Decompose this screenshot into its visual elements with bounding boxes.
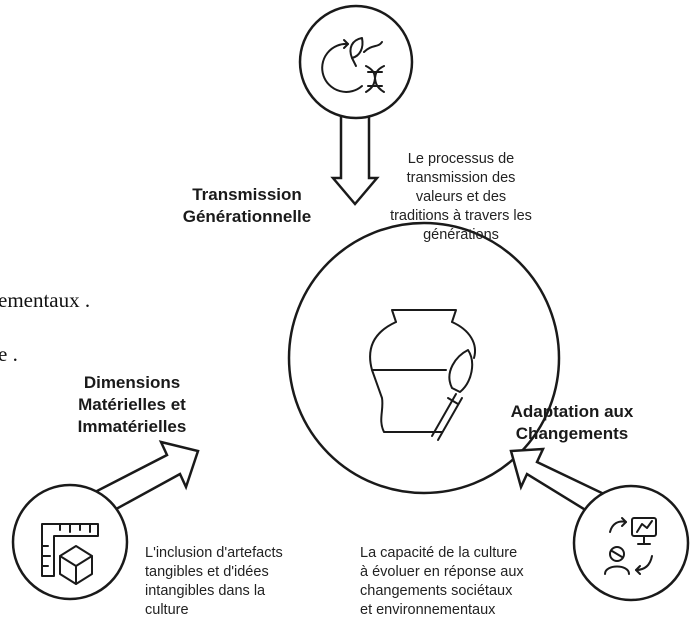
left-node-description-line: L'inclusion d'artefacts: [145, 545, 283, 561]
left-node-description: L'inclusion d'artefacts tangibles et d'i…: [145, 544, 325, 620]
top-node-title-line: Générationnelle: [182, 207, 312, 226]
left-node-title: Dimensions Matérielles et Immatérielles: [52, 372, 212, 438]
right-node-description-line: changements sociétaux: [360, 583, 513, 599]
left-arrow: [93, 440, 200, 516]
center-circle: [287, 221, 561, 495]
top-node-description: Le processus de transmission des valeurs…: [368, 150, 554, 245]
left-node-description-line: intangibles dans la: [145, 583, 266, 599]
top-arrow: [330, 112, 380, 206]
top-node-title: Transmission Générationnelle: [152, 184, 342, 228]
top-circle: [298, 4, 414, 120]
person-presentation-cycle-icon: [604, 517, 657, 575]
right-node-description: La capacité de la culture à évoluer en r…: [360, 544, 560, 620]
left-node-description-line: tangibles et d'idées: [145, 564, 269, 580]
background-text-fragment-2: e .: [0, 342, 18, 366]
top-node-description-line: générations: [423, 227, 499, 243]
right-node-description-line: à évoluer en réponse aux: [360, 564, 524, 580]
top-node-title-line: Transmission: [192, 185, 302, 204]
top-node-description-line: traditions à travers les: [390, 208, 532, 224]
left-circle: [11, 483, 129, 601]
left-node-title-line: Dimensions: [83, 373, 181, 392]
background-text-fragment-1: ementaux .: [0, 288, 91, 312]
vase-paintbrush-icon: [369, 309, 476, 441]
right-node-title-line: Adaptation aux: [510, 402, 634, 421]
right-node-title: Adaptation aux Changements: [492, 401, 652, 445]
ruler-cube-icon: [41, 523, 99, 585]
top-node-description-line: valeurs et des: [415, 189, 507, 205]
right-circle: [572, 484, 690, 602]
left-node-title-line: Matérielles et: [78, 395, 186, 414]
right-arrow: [509, 447, 606, 516]
right-node-title-line: Changements: [515, 424, 629, 443]
left-node-description-line: culture: [145, 602, 189, 618]
top-node-description-line: transmission des: [406, 170, 516, 186]
top-node-description-line: Le processus de: [407, 151, 515, 167]
left-node-title-line: Immatérielles: [77, 417, 187, 436]
right-node-description-line: et environnementaux: [360, 602, 496, 618]
seedling-dna-cycle-icon: [321, 37, 385, 93]
right-node-description-line: La capacité de la culture: [360, 545, 518, 561]
